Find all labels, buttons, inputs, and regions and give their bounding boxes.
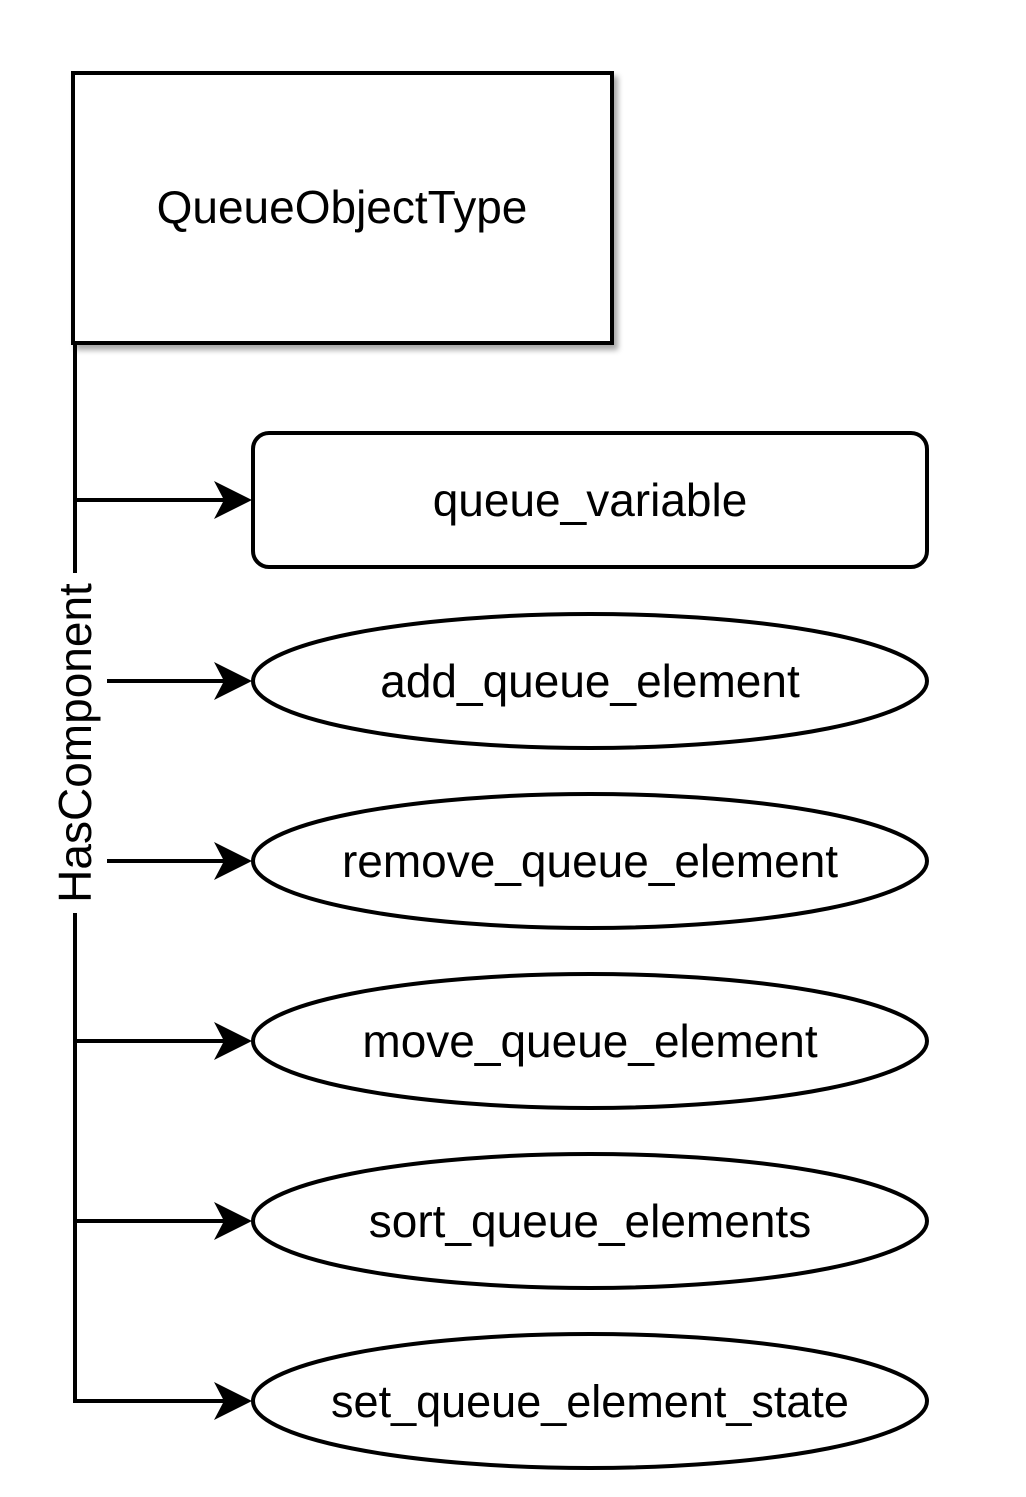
type-node-label: QueueObjectType [157, 181, 528, 233]
method-node-add-queue-element[interactable]: add_queue_element [251, 612, 929, 750]
arrowhead-icon [214, 662, 252, 700]
arrowhead-icon [214, 481, 252, 519]
arrowhead-icon [214, 842, 252, 880]
method-node-label: add_queue_element [380, 655, 800, 707]
arrowhead-icon [214, 1202, 252, 1240]
arrow-to-add-queue-element [107, 662, 252, 700]
has-component-label: HasComponent [49, 583, 101, 903]
method-node-remove-queue-element[interactable]: remove_queue_element [251, 792, 929, 930]
arrow-to-remove-queue-element [107, 842, 252, 880]
variable-node-label: queue_variable [433, 474, 748, 526]
method-node-label: move_queue_element [362, 1015, 817, 1067]
type-node-box [71, 71, 614, 345]
method-node-label: remove_queue_element [342, 835, 838, 887]
arrow-to-set-queue-element-state [75, 1382, 252, 1420]
method-node-sort-queue-elements[interactable]: sort_queue_elements [251, 1152, 929, 1290]
arrow-to-queue-variable [75, 481, 252, 519]
method-node-shape [251, 612, 929, 750]
method-node-shape [251, 972, 929, 1110]
arrow-to-move-queue-element [75, 1022, 252, 1060]
method-node-set-queue-element-state[interactable]: set_queue_element_state [251, 1332, 929, 1470]
method-node-move-queue-element[interactable]: move_queue_element [251, 972, 929, 1110]
method-node-label: set_queue_element_state [331, 1376, 849, 1427]
has-component-trunk: HasComponent [49, 343, 101, 1403]
method-node-shape [251, 1332, 929, 1470]
arrowhead-icon [214, 1382, 252, 1420]
variable-node-box [251, 431, 929, 569]
method-node-shape [251, 1152, 929, 1290]
type-node[interactable]: QueueObjectType [71, 71, 614, 345]
method-node-shape [251, 792, 929, 930]
arrow-to-sort-queue-elements [75, 1202, 252, 1240]
branch-arrows [75, 481, 252, 1420]
arrowhead-icon [214, 1022, 252, 1060]
method-node-label: sort_queue_elements [369, 1195, 811, 1247]
variable-node[interactable]: queue_variable [251, 431, 929, 569]
